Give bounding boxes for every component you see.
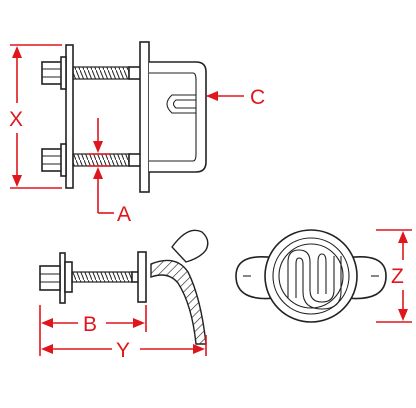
serpentine-slot [287,249,335,303]
base-plate [139,41,150,193]
bent-arm-section [150,259,207,345]
label-b: B [83,313,97,336]
dimension-z: Z [376,229,412,323]
u-bend [149,61,207,173]
dimension-b: B [39,305,147,356]
dimension-x: X [9,44,62,189]
dimension-y: Y [41,335,207,362]
label-x: X [9,108,23,131]
label-c: C [250,86,265,109]
upper-washer [60,56,67,90]
lower-thread [72,153,130,167]
slot [166,94,196,114]
dimension-c: C [206,86,265,109]
dimension-a: A [88,118,131,226]
upper-thread [72,66,130,80]
label-y: Y [116,339,130,362]
label-z: Z [391,265,404,288]
label-a: A [117,203,131,226]
backing-plate [65,44,74,189]
ring [171,229,209,263]
lower-washer [60,143,67,177]
face-view [235,229,387,323]
bolt-side-view [39,229,209,345]
side-view [41,41,207,193]
